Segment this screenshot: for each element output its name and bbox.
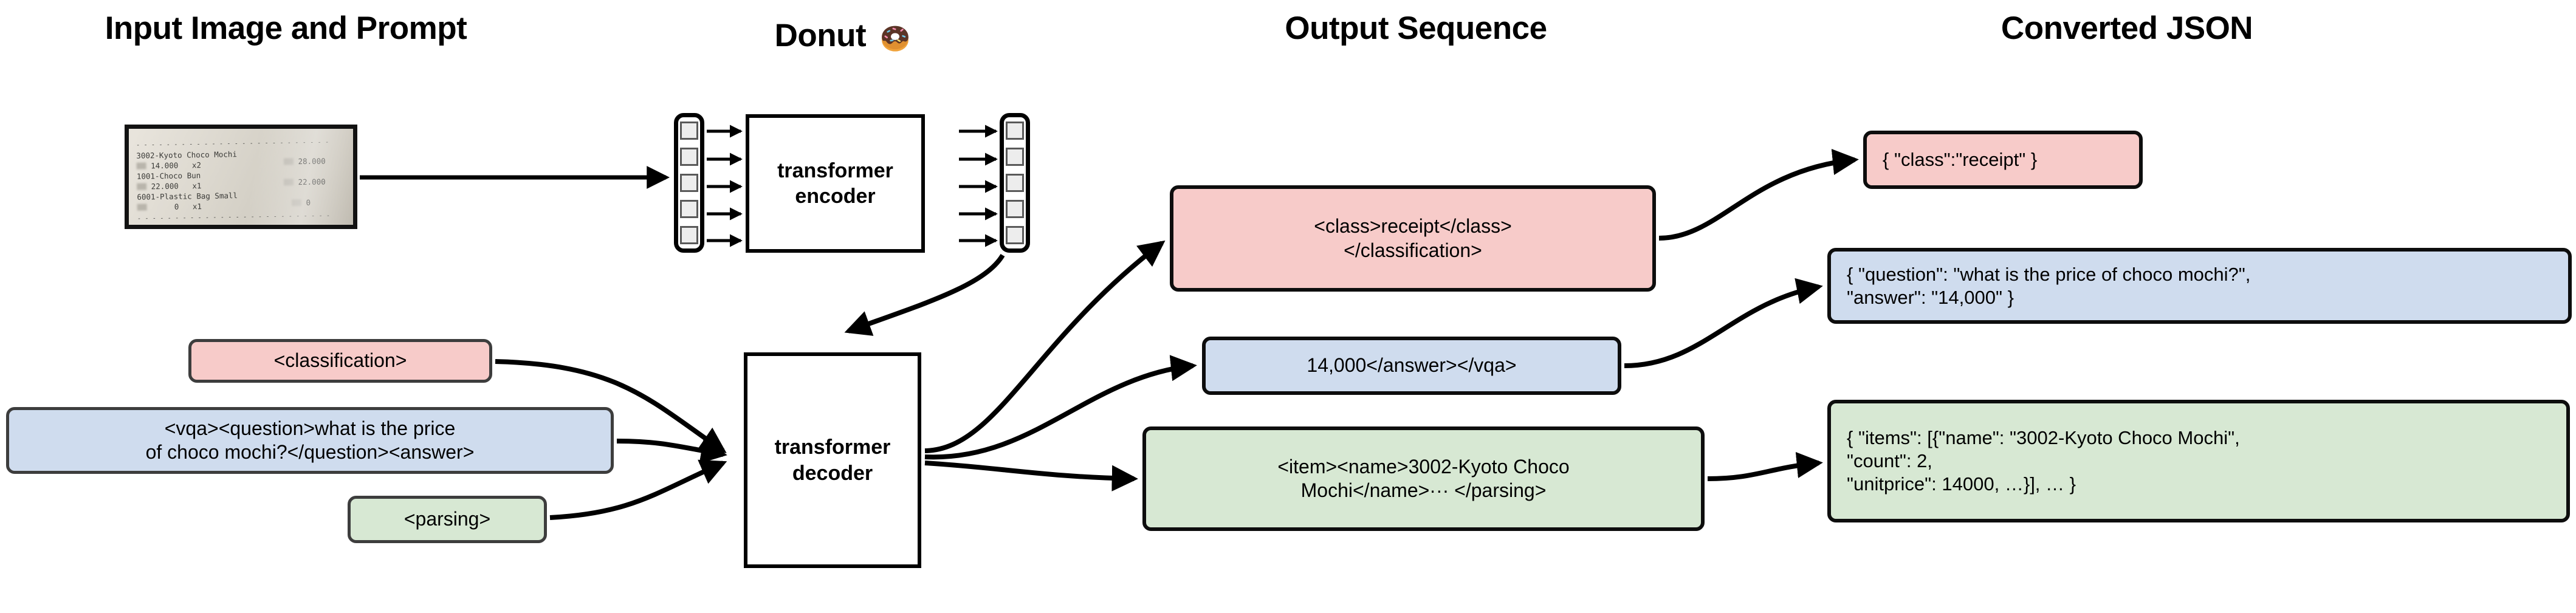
receipt-line-3-total: 0 bbox=[306, 197, 311, 207]
receipt-redaction-total-2 bbox=[283, 179, 294, 186]
input-receipt-image: - - - - - - - - - - - - - - - - - - - - … bbox=[125, 125, 357, 229]
receipt-line-2-total-wrap: 22.000 bbox=[283, 177, 326, 187]
arrow-decoder-to-output-parsing bbox=[924, 461, 1138, 491]
encoder-input-token bbox=[680, 148, 698, 166]
encoder-input-token bbox=[680, 200, 698, 218]
receipt-line-3-price: 0 bbox=[174, 202, 179, 211]
receipt-line-2-name: 1001-Choco Bun bbox=[136, 171, 201, 181]
encoder-input-token bbox=[680, 226, 698, 244]
receipt-line-3-name: 6001-Plastic Bag Small bbox=[137, 191, 238, 202]
column-title-converted-json: Converted JSON bbox=[2001, 10, 2253, 46]
encoder-output-token bbox=[1006, 122, 1024, 140]
encoder-input-token bbox=[680, 174, 698, 192]
donut-emoji-icon bbox=[882, 26, 909, 52]
transformer-encoder-box: transformer encoder bbox=[746, 114, 925, 253]
receipt-line-1-price: 14.000 bbox=[151, 160, 179, 171]
receipt-separator-top: - - - - - - - - - - - - - - - - - - - - … bbox=[136, 139, 329, 149]
output-vqa-node[interactable]: 14,000</answer></vqa> bbox=[1202, 337, 1621, 395]
column-title-donut: Donut bbox=[726, 12, 957, 52]
receipt-redaction-total-3 bbox=[291, 199, 302, 207]
receipt-line-1-total: 28.000 bbox=[298, 156, 326, 166]
donut-title-text: Donut bbox=[774, 18, 867, 53]
output-parsing-node[interactable]: <item><name>3002-Kyoto Choco Mochi</name… bbox=[1142, 426, 1705, 531]
encoder-input-token bbox=[680, 122, 698, 140]
receipt-line-3-qty: x1 bbox=[192, 202, 202, 211]
arrow-encoder-to-decoder bbox=[844, 253, 1005, 336]
receipt-line-1-total-wrap: 28.000 bbox=[283, 156, 326, 166]
json-classification-node[interactable]: { "class":"receipt" } bbox=[1863, 131, 2143, 189]
receipt-line-2-qty: x1 bbox=[192, 181, 202, 191]
arrow-output-to-json-vqa bbox=[1624, 278, 1823, 368]
receipt-line-2-total: 22.000 bbox=[298, 177, 326, 187]
prompt-vqa-node[interactable]: <vqa><question>what is the price of choc… bbox=[6, 407, 614, 474]
receipt-redaction-1 bbox=[136, 162, 146, 170]
encoder-output-token bbox=[1006, 226, 1024, 244]
receipt-line-3-total-wrap: 0 bbox=[291, 197, 311, 207]
receipt-redaction-3 bbox=[137, 204, 147, 211]
encoder-output-token bbox=[1006, 174, 1024, 192]
arrow-output-to-json-classification bbox=[1658, 149, 1859, 241]
arrow-vqa-to-decoder bbox=[616, 437, 727, 464]
encoder-output-token-strip bbox=[1000, 113, 1030, 253]
encoder-output-token bbox=[1006, 148, 1024, 166]
prompt-parsing-node[interactable]: <parsing> bbox=[348, 496, 547, 543]
column-title-output-sequence: Output Sequence bbox=[1285, 10, 1547, 46]
column-title-input-image-and-prompt: Input Image and Prompt bbox=[105, 10, 467, 46]
receipt-redaction-2 bbox=[137, 183, 147, 190]
receipt-separator-bottom: - - - - - - - - - - - - - - - - - - - - … bbox=[137, 212, 331, 222]
json-vqa-node[interactable]: { "question": "what is the price of choc… bbox=[1827, 248, 2572, 324]
receipt-redaction-total-1 bbox=[283, 158, 294, 165]
encoder-output-token bbox=[1006, 200, 1024, 218]
prompt-classification-node[interactable]: <classification> bbox=[188, 339, 492, 383]
receipt-line-1-qty: x2 bbox=[191, 160, 202, 170]
output-classification-node[interactable]: <class>receipt</class> </classification> bbox=[1170, 185, 1656, 292]
arrow-output-to-json-parsing bbox=[1707, 451, 1823, 481]
json-parsing-node[interactable]: { "items": [{"name": "3002-Kyoto Choco M… bbox=[1827, 400, 2570, 522]
receipt-line-1-name: 3002-Kyoto Choco Mochi bbox=[136, 149, 238, 160]
receipt-line-2-price: 22.000 bbox=[151, 181, 179, 191]
transformer-decoder-box: transformer decoder bbox=[744, 352, 921, 568]
arrow-decoder-to-output-classification bbox=[924, 240, 1166, 453]
encoder-input-token-strip bbox=[674, 113, 704, 253]
